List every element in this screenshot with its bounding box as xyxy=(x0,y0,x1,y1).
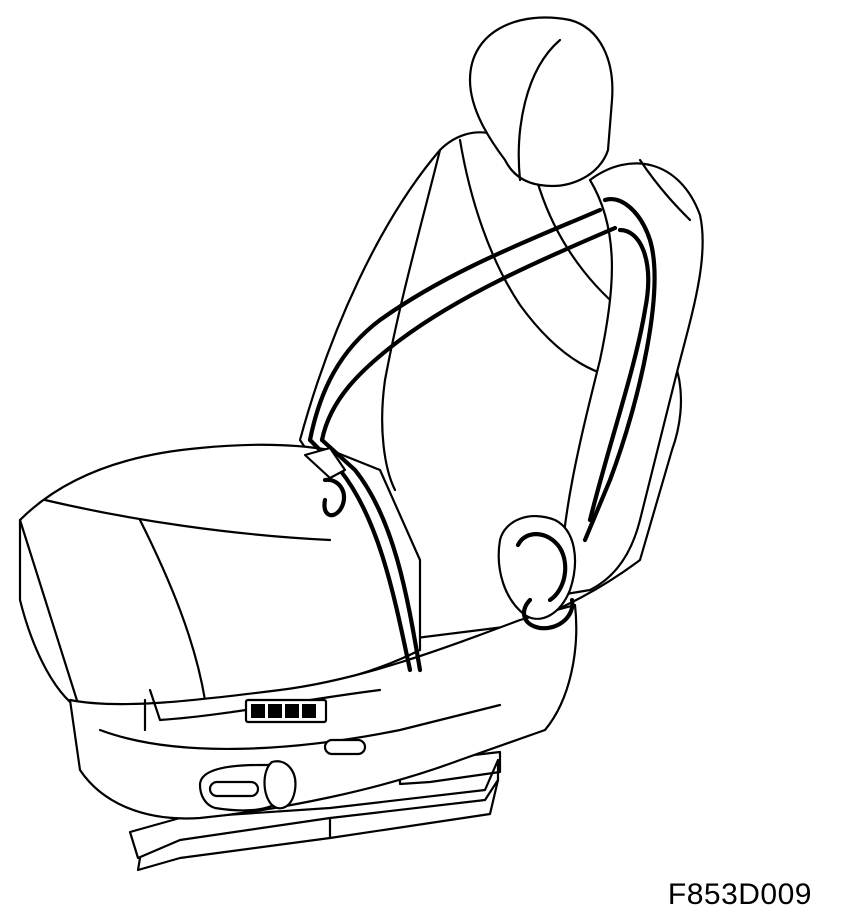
seat-rails xyxy=(128,750,502,872)
adjustment-switches xyxy=(198,738,367,812)
seat-belt-webbing xyxy=(307,207,618,673)
side-bolster xyxy=(558,158,704,597)
belt-retractor xyxy=(497,515,577,631)
seat-cushion xyxy=(18,443,422,714)
belt-guide xyxy=(582,196,657,543)
belt-buckle xyxy=(303,446,347,518)
figure-code-label: F853D009 xyxy=(667,878,812,911)
headrest xyxy=(468,16,614,188)
memory-buttons xyxy=(244,698,328,724)
